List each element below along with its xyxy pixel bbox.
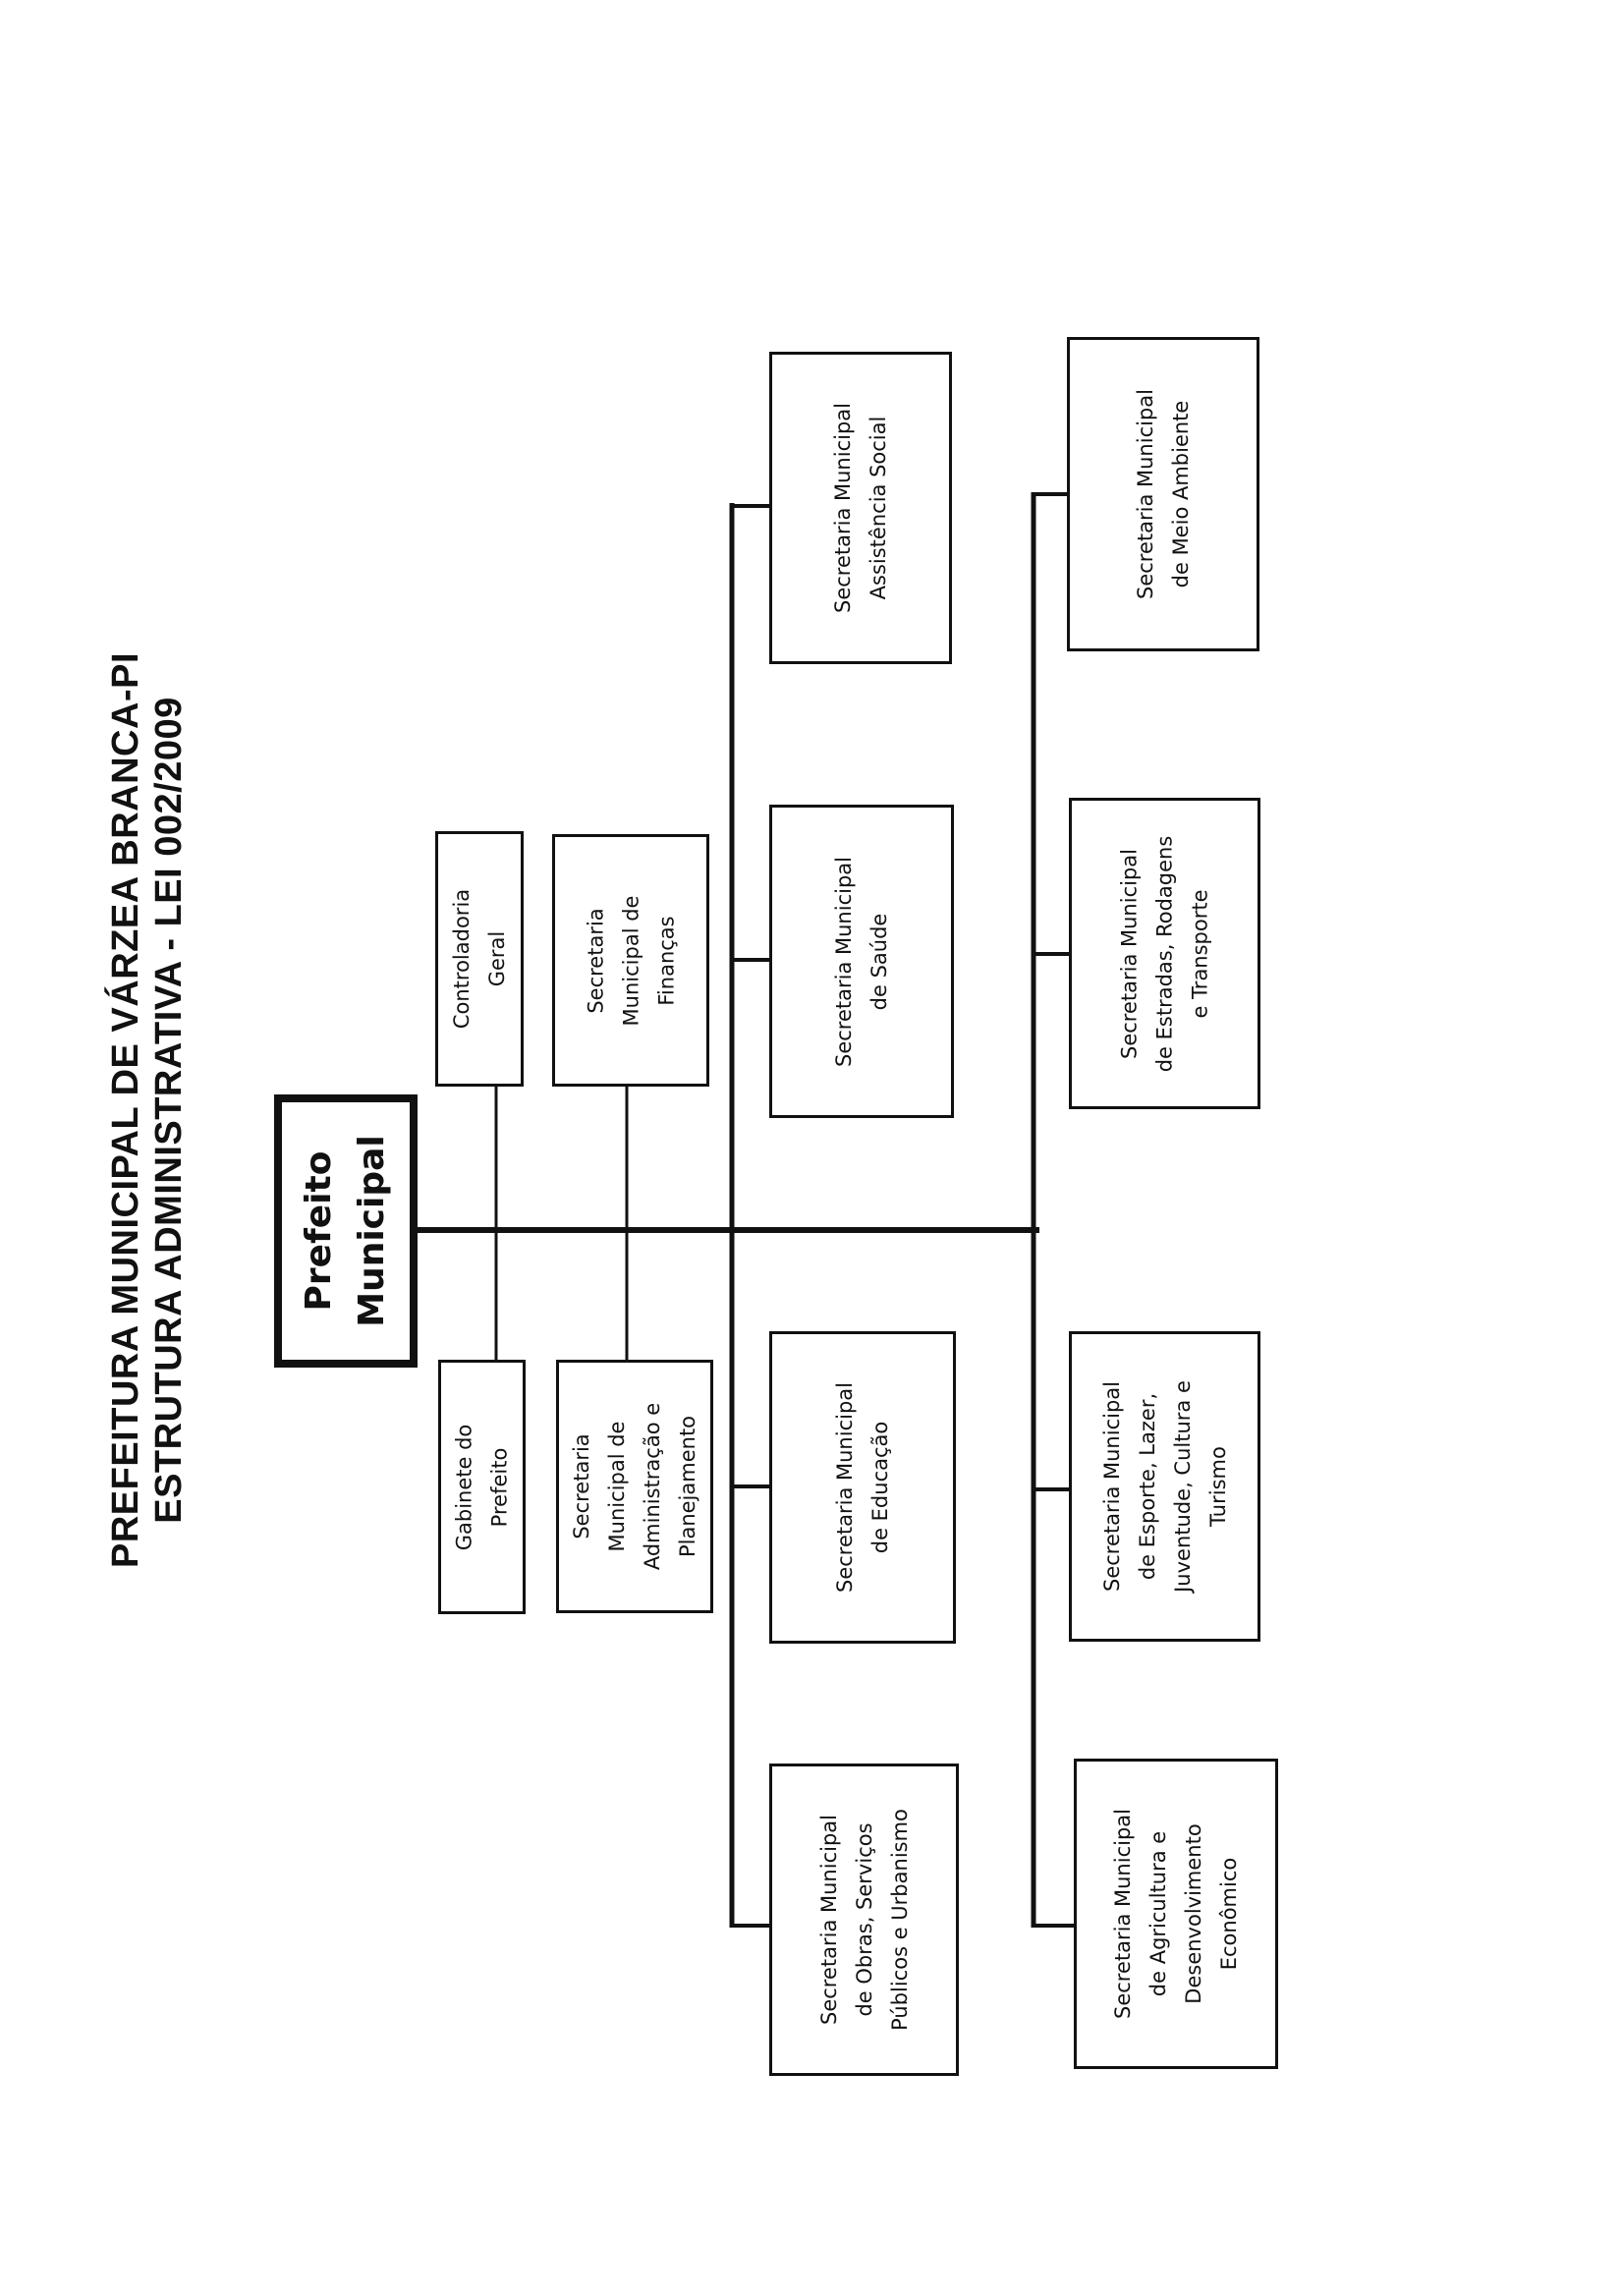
gabinete-box: Gabinete do Prefeito — [438, 1360, 526, 1614]
mayor-label: Prefeito Municipal — [299, 1135, 393, 1327]
meio-ambiente-label: Secretaria Municipal de Meio Ambiente — [1134, 389, 1193, 599]
assistencia-label: Secretaria Municipal Assistência Social — [831, 403, 890, 613]
controladoria-label: Controladoria Geral — [450, 888, 510, 1030]
educacao-label: Secretaria Municipal de Educação — [833, 1382, 892, 1593]
financas-label: Secretaria Municipal de Finanças — [583, 895, 678, 1026]
controladoria-box: Controladoria Geral — [435, 831, 524, 1087]
meio-ambiente-box: Secretaria Municipal de Meio Ambiente — [1067, 337, 1259, 651]
financas-box: Secretaria Municipal de Finanças — [552, 834, 709, 1087]
estradas-box: Secretaria Municipal de Estradas, Rodage… — [1069, 798, 1260, 1109]
mayor-box: Prefeito Municipal — [274, 1094, 418, 1368]
title-line-1: PREFEITURA MUNICIPAL DE VÁRZEA BRANCA-PI — [105, 651, 146, 1569]
gabinete-label: Gabinete do Prefeito — [452, 1424, 512, 1550]
educacao-box: Secretaria Municipal de Educação — [769, 1331, 956, 1644]
administracao-box: Secretaria Municipal de Administração e … — [556, 1360, 713, 1613]
estradas-label: Secretaria Municipal de Estradas, Rodage… — [1117, 835, 1212, 1072]
assistencia-box: Secretaria Municipal Assistência Social — [769, 352, 952, 664]
obras-label: Secretaria Municipal de Obras, Serviços … — [816, 1809, 912, 2031]
saude-box: Secretaria Municipal de Saúde — [769, 805, 954, 1118]
title-line-2: ESTRUTURA ADMINISTRATIVA - LEI 002/2009 — [148, 697, 190, 1524]
esporte-box: Secretaria Municipal de Esporte, Lazer, … — [1069, 1331, 1260, 1642]
agricultura-label: Secretaria Municipal de Agricultura e De… — [1111, 1809, 1241, 2019]
agricultura-box: Secretaria Municipal de Agricultura e De… — [1074, 1759, 1278, 2069]
chart-title: PREFEITURA MUNICIPAL DE VÁRZEA BRANCA-PI… — [104, 432, 191, 1788]
obras-box: Secretaria Municipal de Obras, Serviços … — [769, 1764, 959, 2076]
administracao-label: Secretaria Municipal de Administração e … — [570, 1402, 700, 1571]
saude-label: Secretaria Municipal de Saúde — [832, 856, 891, 1067]
esporte-label: Secretaria Municipal de Esporte, Lazer, … — [1099, 1380, 1230, 1593]
